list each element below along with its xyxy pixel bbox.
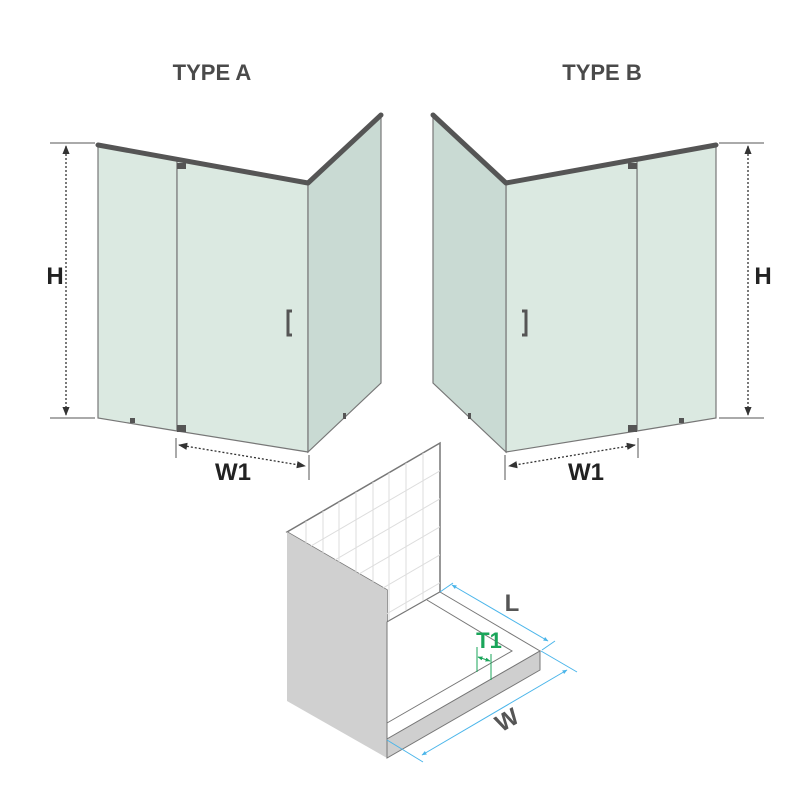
support-bar xyxy=(95,112,384,186)
type-b-title: TYPE B xyxy=(562,60,641,85)
bottom-hinge xyxy=(628,425,637,432)
side-wall xyxy=(287,532,387,758)
top-hinge xyxy=(628,163,637,169)
floor-clip xyxy=(468,413,471,419)
door-panel xyxy=(176,158,309,453)
type-a-enclosure xyxy=(50,112,384,480)
tray-thickness-label: T1 xyxy=(476,628,502,653)
width-dimension xyxy=(178,442,306,469)
tray-length-label: L xyxy=(505,590,520,617)
floor-clip xyxy=(343,413,346,419)
shower-tray-diagram xyxy=(285,441,578,763)
thickness-dimension xyxy=(477,656,491,662)
floor-clip xyxy=(679,418,684,423)
type-a-height-label: H xyxy=(46,263,63,290)
type-b-enclosure xyxy=(430,112,764,480)
width-dimension xyxy=(508,442,636,469)
type-b-height-label: H xyxy=(754,263,771,290)
return-panel xyxy=(307,113,382,454)
tray-width-label: W xyxy=(491,703,524,738)
return-panel xyxy=(432,113,507,454)
length-dimension xyxy=(451,584,549,642)
floor-clip xyxy=(130,418,135,423)
fixed-panel xyxy=(636,144,717,432)
door-panel xyxy=(505,158,638,453)
door-handle xyxy=(286,309,292,337)
type-a-title: TYPE A xyxy=(173,60,252,85)
width-dimension xyxy=(421,669,568,756)
fixed-panel xyxy=(97,144,178,432)
type-a-width-label: W1 xyxy=(215,459,251,486)
top-hinge xyxy=(177,163,186,169)
type-b-width-label: W1 xyxy=(568,459,604,486)
bottom-hinge xyxy=(177,425,186,432)
support-bar xyxy=(430,112,719,186)
door-handle xyxy=(522,309,528,337)
